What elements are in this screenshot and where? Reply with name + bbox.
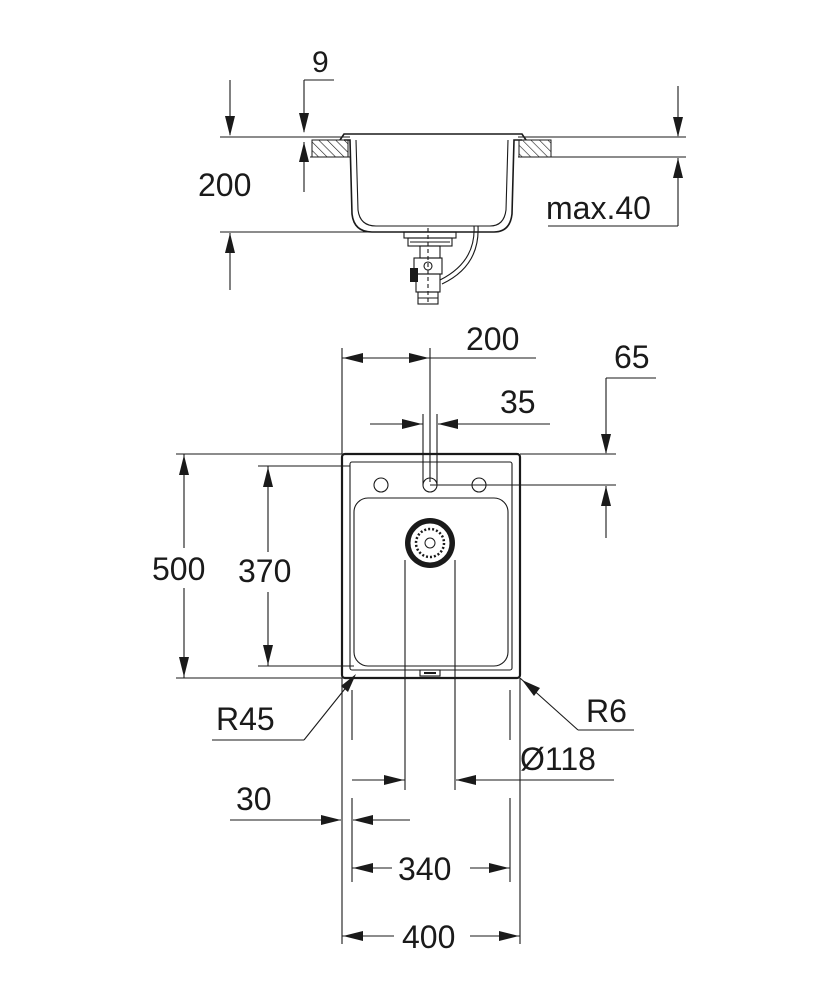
dim-tap-offset-label: 65 bbox=[614, 339, 650, 375]
dim-inner-length-label: 370 bbox=[238, 553, 291, 589]
dim-counter-label: max.40 bbox=[546, 190, 651, 226]
dim-tap-hole-label: 35 bbox=[500, 384, 536, 420]
sink-bowl-inner bbox=[355, 139, 509, 227]
tap-hole-left bbox=[373, 477, 389, 493]
sink-outer-outline bbox=[340, 452, 522, 680]
dim-drain-label: Ø118 bbox=[520, 741, 596, 777]
side-view: 9 200 max.40 bbox=[198, 46, 686, 305]
dim-inner-width-label: 340 bbox=[398, 851, 451, 887]
top-view: 200 35 65 500 370 bbox=[150, 321, 656, 955]
dim-outer-radius-label: R45 bbox=[216, 701, 275, 737]
countertop-hatch-right bbox=[518, 139, 552, 158]
overflow-slot bbox=[419, 669, 441, 677]
dim-margin-label: 30 bbox=[236, 781, 272, 817]
sink-rim bbox=[339, 133, 527, 141]
dim-rim-label: 9 bbox=[312, 46, 329, 79]
drain-top bbox=[405, 518, 455, 568]
drain-assembly bbox=[403, 225, 479, 305]
sink-bowl-outline bbox=[353, 497, 509, 667]
sink-bowl-outer bbox=[344, 139, 522, 233]
dim-depth-label: 200 bbox=[198, 167, 251, 203]
dim-width-label: 400 bbox=[402, 919, 455, 955]
overflow-hose bbox=[439, 225, 475, 281]
dim-length-label: 500 bbox=[152, 551, 205, 587]
dim-tap-center-label: 200 bbox=[466, 321, 519, 357]
dim-inner-radius-label: R6 bbox=[586, 693, 627, 729]
countertop-hatch-left bbox=[311, 139, 349, 158]
